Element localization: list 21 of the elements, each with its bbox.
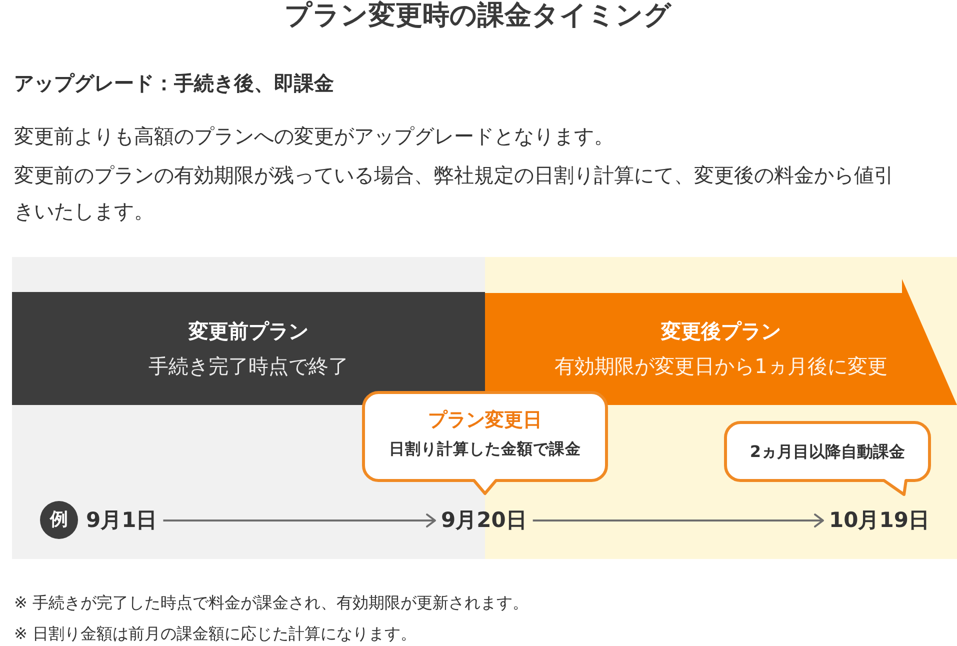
timeline-arrow [163,514,436,528]
timeline-arrow [532,514,824,528]
footnote: ※ 日割り金額は前月の課金額に応じた計算になります。 [14,623,416,645]
callout-text: 日割り計算した金額で課金 [389,440,581,458]
band-subtext: 有効期限が変更日から1ヵ月後に変更 [554,354,888,378]
page-title: プラン変更時の課金タイミング [284,0,672,32]
date-label: 10月19日 [823,509,936,532]
plan-band [12,292,485,405]
footnote: ※ 手続きが完了した時点で料金が課金され、有効期限が更新されます。 [14,592,528,614]
section-heading: アップグレード：手続き後、即課金 [14,70,334,97]
callout-text: 2ヵ月目以降自動課金 [750,442,906,462]
plan-arrow-band [485,279,957,405]
band-subtext: 手続き完了時点で終了 [148,354,348,378]
body-text: 変更前よりも高額のプランへの変更がアップグレードとなります。 [14,123,614,150]
date-label: 9月20日 [435,509,533,532]
callout-heading: プラン変更日 [428,408,542,432]
speech-bubble [724,421,931,498]
body-text: 変更前のプランの有効期限が残っている場合、弊社規定の日割り計算にて、変更後の料金から値引きいたします。 [14,162,895,225]
band-heading: 変更後プラン [661,319,781,343]
date-label: 9月1日 [80,509,164,532]
band-heading: 変更前プラン [188,319,308,343]
